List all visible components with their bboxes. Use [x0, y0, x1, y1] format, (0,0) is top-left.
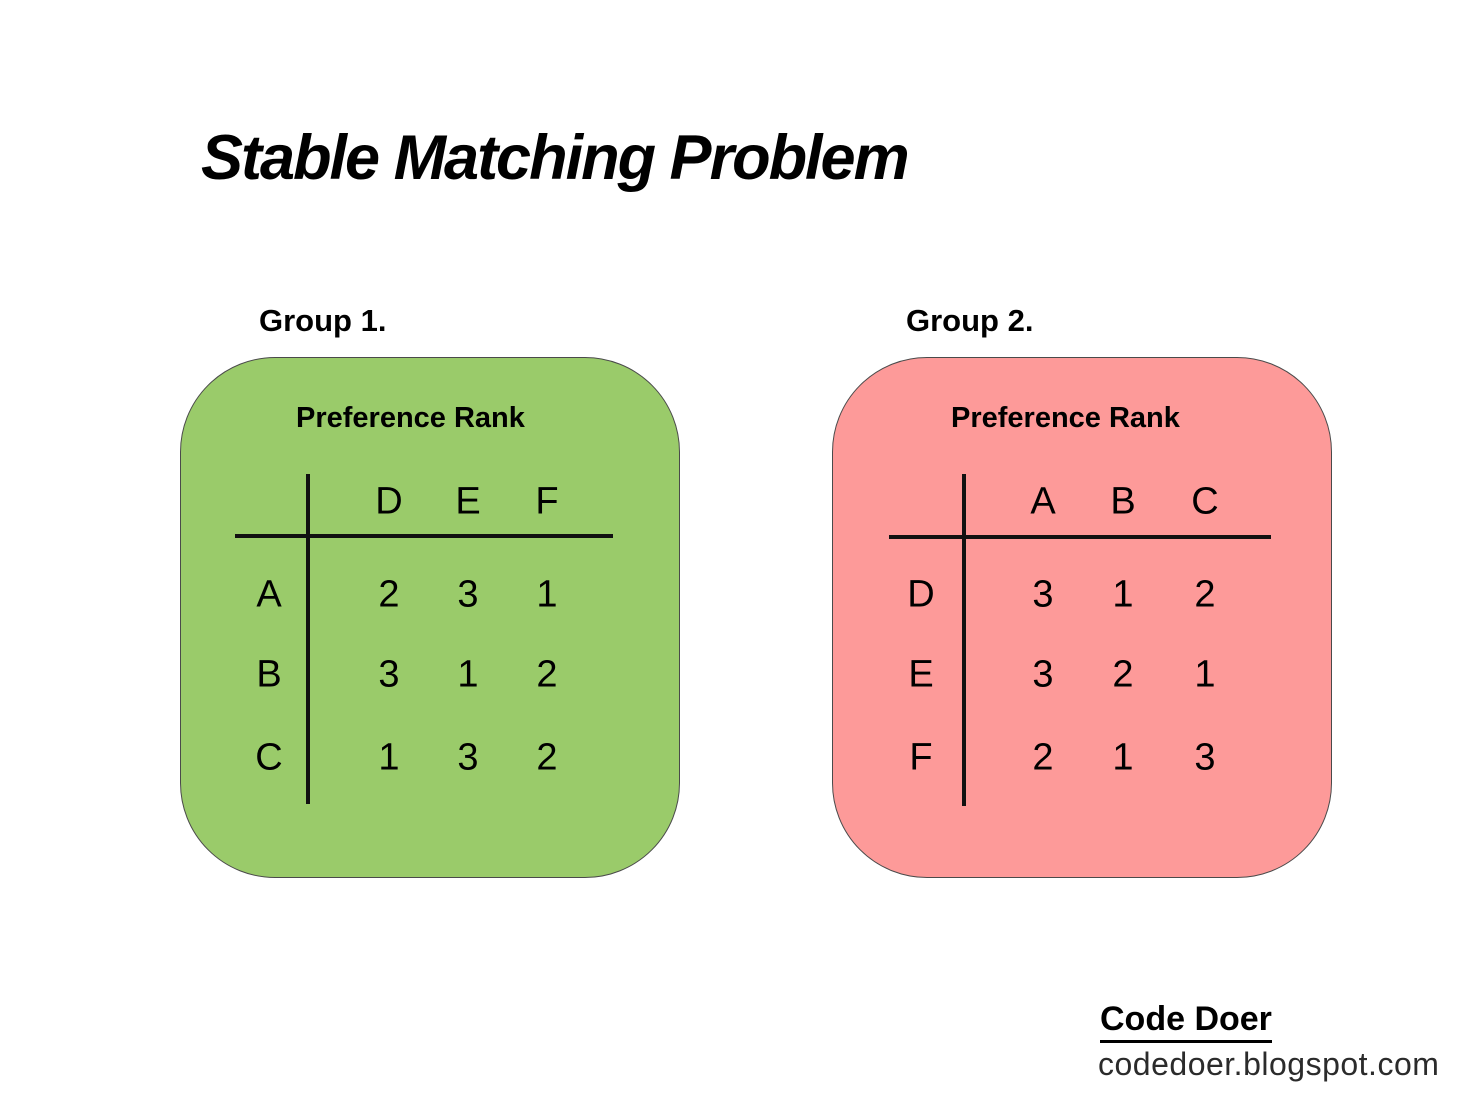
group2-col-header: B	[1110, 480, 1136, 523]
group1-cell: 2	[536, 736, 558, 779]
group1-cell: 3	[457, 573, 479, 616]
footer-brand: Code Doer	[1100, 1000, 1272, 1043]
group2-cell: 2	[1112, 653, 1134, 696]
group2-cell: 2	[1194, 573, 1216, 616]
group2-table-horizontal-line	[889, 535, 1271, 539]
group2-row-label: E	[908, 653, 934, 696]
group1-row-label: C	[255, 736, 283, 779]
group1-table-title: Preference Rank	[296, 402, 525, 434]
group2-cell: 1	[1112, 736, 1134, 779]
group2-cell: 1	[1194, 653, 1216, 696]
group2-cell: 3	[1194, 736, 1216, 779]
group1-cell: 1	[378, 736, 400, 779]
group2-table-vertical-line	[962, 474, 966, 806]
group1-col-header: D	[375, 480, 403, 523]
group2-cell: 1	[1112, 573, 1134, 616]
footer-url: codedoer.blogspot.com	[1098, 1046, 1440, 1082]
group1-label: Group 1.	[259, 303, 387, 338]
group2-label: Group 2.	[906, 303, 1034, 338]
group2-row-label: D	[907, 573, 935, 616]
group2-cell: 2	[1032, 736, 1054, 779]
group1-cell: 1	[536, 573, 558, 616]
group1-row-label: A	[256, 573, 282, 616]
group1-cell: 3	[378, 653, 400, 696]
group2-col-header: A	[1030, 480, 1056, 523]
group2-cell: 3	[1032, 653, 1054, 696]
group1-row-label: B	[256, 653, 282, 696]
group1-col-header: F	[535, 480, 559, 523]
group1-col-header: E	[455, 480, 481, 523]
group2-cell: 3	[1032, 573, 1054, 616]
group1-cell: 2	[536, 653, 558, 696]
group2-table-title: Preference Rank	[951, 402, 1180, 434]
page-title: Stable Matching Problem	[201, 123, 910, 193]
group1-table-horizontal-line	[235, 534, 613, 538]
group2-row-label: F	[909, 736, 933, 779]
group1-cell: 3	[457, 736, 479, 779]
group1-table-vertical-line	[306, 474, 310, 804]
group1-box: Preference Rank D E F A 2 3 1 B 3 1 2 C …	[180, 357, 680, 878]
group1-cell: 1	[457, 653, 479, 696]
group2-col-header: C	[1191, 480, 1219, 523]
group2-box: Preference Rank A B C D 3 1 2 E 3 2 1 F …	[832, 357, 1332, 878]
group1-cell: 2	[378, 573, 400, 616]
